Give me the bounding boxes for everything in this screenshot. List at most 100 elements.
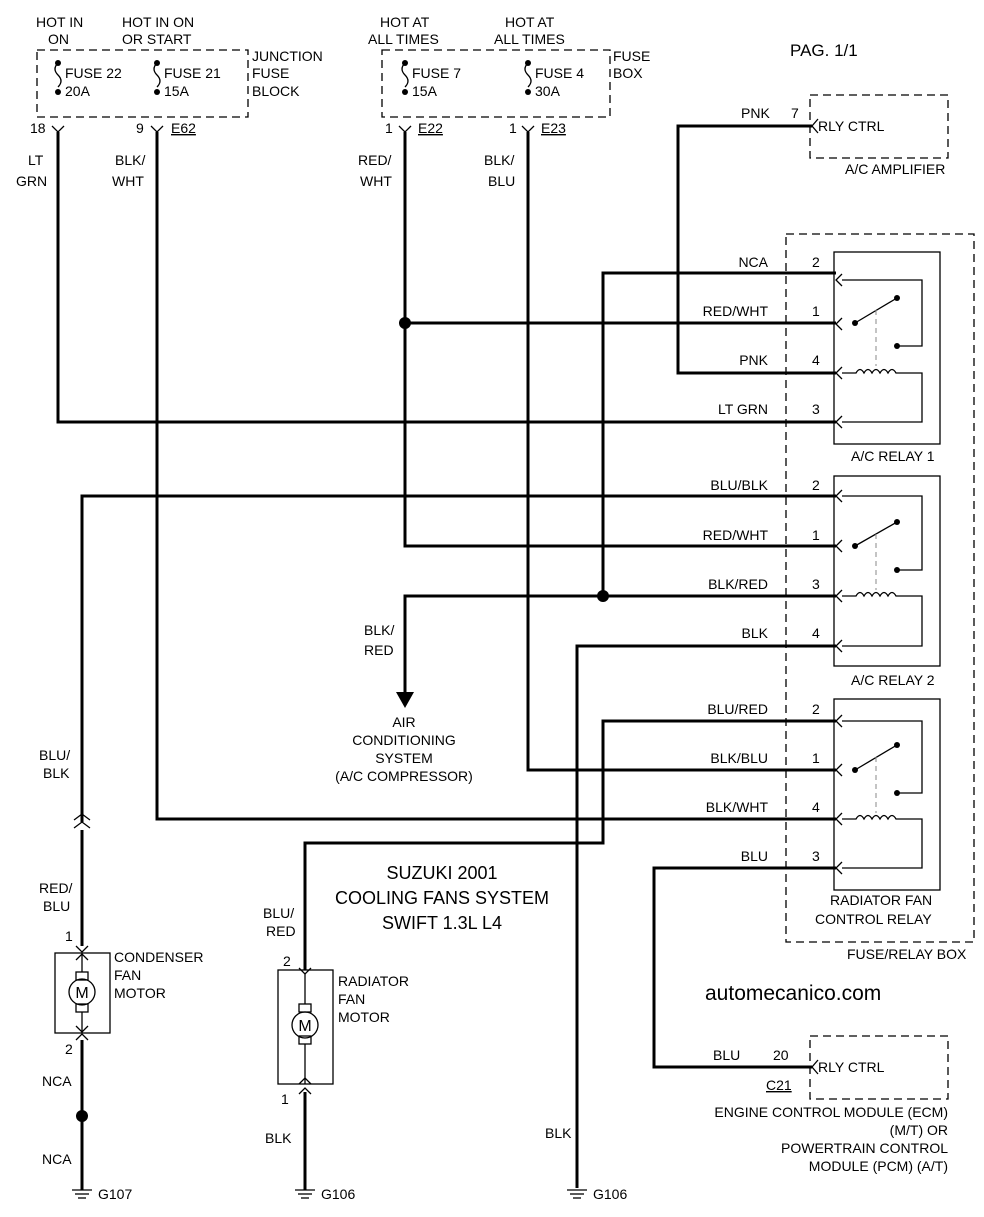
ground-icon — [72, 1189, 92, 1199]
fuse-21-icon — [153, 60, 161, 95]
relay2-pin-a: 2 — [812, 477, 820, 493]
ground-g106-label-b: G106 — [593, 1186, 627, 1202]
arrow-down-icon — [396, 692, 414, 708]
ac-system-1: AIR — [392, 714, 415, 730]
splices — [76, 317, 609, 1122]
title-line-3: SWIFT 1.3L L4 — [382, 913, 502, 933]
ecm-module: RLY CTRL 20 BLU C21 ENGINE CONTROL MODUL… — [713, 1035, 949, 1174]
radiator-label-3: MOTOR — [338, 1009, 390, 1025]
wire-blu-ecm — [652, 866, 836, 1069]
ground-g107-label: G107 — [98, 1186, 132, 1202]
wire-blk-wht — [155, 132, 836, 821]
label-red-wht-1: RED/ — [358, 152, 392, 168]
fuse-22-icon — [54, 60, 62, 95]
ac-amp-label: A/C AMPLIFIER — [845, 161, 945, 177]
radiator-label-1: RADIATOR — [338, 973, 409, 989]
fuse-relay-box-label: FUSE/RELAY BOX — [847, 946, 967, 962]
ground-g106-label-a: G106 — [321, 1186, 355, 1202]
ecm-label-2: (M/T) OR — [890, 1122, 948, 1138]
ecm-connector: C21 — [766, 1077, 792, 1093]
relay3-pin-b: 1 — [812, 750, 820, 766]
ground-icon — [567, 1189, 587, 1199]
relay3-pin-d: 3 — [812, 848, 820, 864]
label-blu-red-1: BLU/ — [263, 905, 294, 921]
junction-label-3: BLOCK — [252, 83, 300, 99]
ecm-terminal: RLY CTRL — [818, 1059, 885, 1075]
ecm-pin: 20 — [773, 1047, 789, 1063]
fuse7-hot-line2: ALL TIMES — [368, 31, 439, 47]
motor-icon: M — [291, 1011, 319, 1039]
ecm-label-4: MODULE (PCM) (A/T) — [809, 1158, 948, 1174]
fuse4-rating: 30A — [535, 83, 561, 99]
label-blu-red-2: RED — [266, 923, 296, 939]
wire-blk-blu — [526, 132, 836, 772]
motor-icon: M — [68, 978, 96, 1006]
condenser-pin-bottom: 2 — [65, 1041, 73, 1057]
fuse7-pin: 1 — [385, 120, 393, 136]
relay3-pin-a: 2 — [812, 701, 820, 717]
relay-ac-1: A/C RELAY 1 2 1 4 3 NCA RED/WHT PNK LT G… — [703, 251, 941, 464]
connector-e23: E23 — [541, 120, 566, 136]
splice-dot-icon — [399, 317, 411, 329]
junction-fuse-block: HOT IN ON HOT IN ON OR START JUNCTION FU… — [30, 14, 323, 136]
relay2-wire-b: RED/WHT — [703, 527, 769, 543]
watermark: automecanico.com — [705, 982, 881, 1005]
title-line-1: SUZUKI 2001 — [386, 863, 497, 883]
condenser-label-2: FAN — [114, 967, 141, 983]
fuse21-name: FUSE 21 — [164, 65, 221, 81]
ac-amp-terminal: RLY CTRL — [818, 118, 885, 134]
label-blk-wht-2: WHT — [112, 173, 144, 189]
relay3-wire-c: BLK/WHT — [706, 799, 769, 815]
label-nca-2: NCA — [42, 1151, 72, 1167]
fuse22-name: FUSE 22 — [65, 65, 122, 81]
fuse4-name: FUSE 4 — [535, 65, 584, 81]
wire-nca-relay — [601, 271, 836, 596]
fuse7-rating: 15A — [412, 83, 438, 99]
inline-connector-icon — [73, 813, 91, 829]
radiator-motor-symbol: M — [298, 1018, 311, 1035]
label-lt: LT — [28, 152, 44, 168]
label-red-blu-2: BLU — [43, 898, 70, 914]
junction-label-1: JUNCTION — [252, 48, 323, 64]
fuse22-hot-line2: ON — [48, 31, 69, 47]
fuse7-hot-line1: HOT AT — [380, 14, 430, 30]
radiator-pin-top: 2 — [283, 953, 291, 969]
ac-amp-pin: 7 — [791, 105, 799, 121]
relay-icon — [835, 489, 923, 653]
ac-amp-wire: PNK — [741, 105, 770, 121]
relay3-name-1: RADIATOR FAN — [830, 892, 932, 908]
page-label: PAG. 1/1 — [790, 41, 858, 60]
relay1-wire-c: PNK — [739, 352, 768, 368]
fuse-box-label-2: BOX — [613, 65, 643, 81]
fuse-box-label-1: FUSE — [613, 48, 650, 64]
ground-g106-radiator: G106 — [295, 1186, 355, 1202]
fuse4-hot-line1: HOT AT — [505, 14, 555, 30]
relay2-pin-c: 3 — [812, 576, 820, 592]
label-nca-1: NCA — [42, 1073, 72, 1089]
relay1-pin-b: 1 — [812, 303, 820, 319]
wire-blk-relay2 — [575, 644, 836, 1188]
fuse21-rating: 15A — [164, 83, 190, 99]
condenser-label-3: MOTOR — [114, 985, 166, 1001]
label-red-blu-1: RED/ — [39, 880, 73, 896]
fuse7-name: FUSE 7 — [412, 65, 461, 81]
wire-red-wht — [403, 132, 836, 548]
relay1-pin-c: 4 — [812, 352, 820, 368]
condenser-pin-top: 1 — [65, 928, 73, 944]
relay3-pin-c: 4 — [812, 799, 820, 815]
fuse-box: HOT AT ALL TIMES HOT AT ALL TIMES FUSE B… — [368, 14, 650, 136]
relay-icon — [835, 714, 923, 875]
fuse-7-icon — [401, 60, 409, 95]
label-blk-radiator: BLK — [265, 1130, 292, 1146]
label-grn: GRN — [16, 173, 47, 189]
relay3-name-2: CONTROL RELAY — [815, 911, 932, 927]
label-blk-relay2: BLK — [545, 1125, 572, 1141]
ground-g106-relay: G106 — [567, 1186, 627, 1202]
relay1-name: A/C RELAY 1 — [851, 448, 935, 464]
wire-lt-grn — [56, 132, 836, 424]
fuse4-pin: 1 — [509, 120, 517, 136]
relay2-wire-d: BLK — [742, 625, 769, 641]
ac-system-4: (A/C COMPRESSOR) — [335, 768, 473, 784]
relay-icon — [835, 273, 923, 429]
